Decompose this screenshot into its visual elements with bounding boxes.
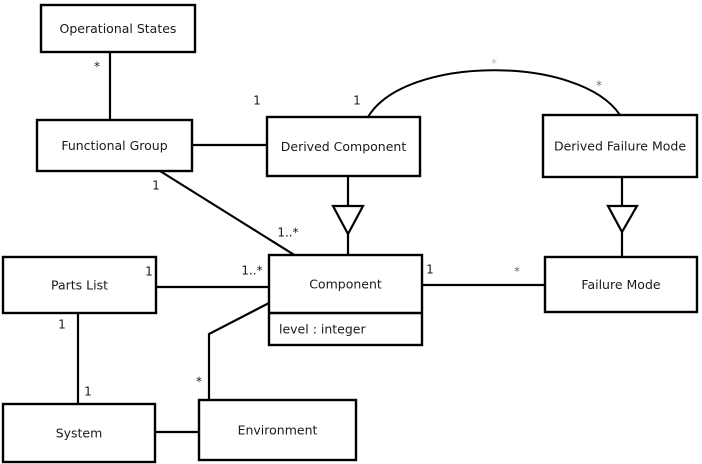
multiplicity-label: * [196, 375, 202, 389]
class-name-label: Functional Group [61, 138, 167, 153]
class-box-outline [39, 3, 197, 54]
class-name-label: System [56, 426, 103, 441]
associations-layer [76, 52, 621, 434]
association-functionalgroup-component [159, 170, 297, 257]
class-name-label: Derived Failure Mode [554, 139, 686, 154]
class-box-system[interactable]: System [1, 402, 157, 464]
association-line [207, 302, 270, 400]
class-name-label: Failure Mode [581, 277, 660, 292]
class-name-label: Environment [238, 423, 318, 438]
generalization-component-to-derived-component [331, 176, 365, 255]
multiplicity-label: 1 [253, 94, 261, 108]
class-name-label: Component [309, 277, 382, 292]
class-box-outline [1, 402, 157, 464]
class-box-environment[interactable]: Environment [197, 398, 358, 462]
class-box-outline [1, 255, 158, 315]
multiplicity-label: 1 [145, 265, 153, 279]
class-name-label: Parts List [51, 278, 108, 293]
class-box-outline [267, 253, 424, 347]
multiplicity-label: 1..* [241, 264, 262, 278]
class-attribute-label: level : integer [279, 322, 366, 337]
multiplicity-label: 1 [426, 263, 434, 277]
generalization-triangle-icon [331, 204, 365, 237]
association-environment-component [207, 302, 270, 400]
class-box-outline [541, 113, 699, 179]
association-line [159, 170, 297, 257]
multiplicity-label: * [514, 265, 520, 279]
generalization-failuremode-to-derived-failure-mode [606, 177, 639, 257]
multiplicity-label: * [94, 60, 100, 74]
association-derivedcomponent-derivedfailuremode [367, 69, 621, 118]
multiplicity-label: 1 [84, 385, 92, 399]
multiplicity-label: * [491, 57, 497, 71]
class-name-label: Operational States [60, 21, 177, 36]
class-box-outline [265, 115, 422, 178]
class-box-component[interactable]: Component level : integer [267, 253, 424, 347]
multiplicity-label: * [596, 79, 602, 93]
multiplicity-labels-layer: * 1 1 1..* 1 * * 1 1..* 1 * 1 1 * [58, 57, 602, 399]
association-line [367, 69, 621, 118]
multiplicity-label: 1..* [277, 226, 298, 240]
class-box-outline [35, 118, 194, 173]
class-box-parts-list[interactable]: Parts List [1, 255, 158, 315]
multiplicity-label: 1 [353, 94, 361, 108]
class-box-failure-mode[interactable]: Failure Mode [543, 255, 699, 314]
class-box-outline [197, 398, 358, 462]
generalizations-layer [331, 176, 639, 257]
multiplicity-label: 1 [152, 179, 160, 193]
generalization-triangle-icon [606, 204, 639, 235]
class-box-derived-failure-mode[interactable]: Derived Failure Mode [541, 113, 699, 179]
class-box-functional-group[interactable]: Functional Group [35, 118, 194, 173]
class-box-operational-states[interactable]: Operational States [39, 3, 197, 54]
multiplicity-label: 1 [58, 318, 66, 332]
class-box-outline [543, 255, 699, 314]
class-box-derived-component[interactable]: Derived Component [265, 115, 422, 178]
class-name-label: Derived Component [281, 139, 407, 154]
